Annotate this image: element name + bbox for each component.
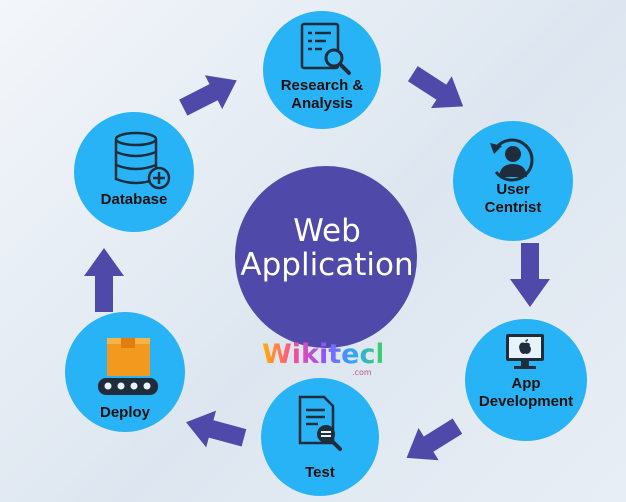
node-app-development <box>465 319 587 441</box>
research-analysis-label-line1: Research & <box>280 77 364 94</box>
center-circle <box>235 166 417 348</box>
arrow-database-to-research <box>179 75 237 116</box>
user-centrist-label-line2: Centrist <box>484 199 542 216</box>
arrow-deploy-to-database <box>84 248 124 312</box>
research-analysis-icon <box>300 22 351 75</box>
arrow-user-to-app <box>510 243 550 307</box>
app-development-icon <box>506 334 544 369</box>
database-label-line1: Database <box>100 191 168 208</box>
app-development-label-line2: Development <box>478 393 574 410</box>
deploy-icon <box>98 338 158 395</box>
database-label: Database <box>84 191 184 209</box>
app-development-label: App Development <box>466 375 586 411</box>
deploy-label: Deploy <box>80 404 170 422</box>
research-analysis-label-line2: Analysis <box>291 95 353 112</box>
arrow-research-to-user <box>407 66 464 109</box>
user-centrist-icon <box>490 138 534 182</box>
node-database <box>74 112 194 232</box>
test-label: Test <box>280 464 360 482</box>
user-centrist-label-line1: User <box>496 181 530 198</box>
wikitechy-logo-word: Wikitechy <box>262 339 413 370</box>
user-centrist-label: User Centrist <box>463 181 563 217</box>
app-development-label-line1: App <box>511 375 541 392</box>
center-title-line1: Web <box>293 213 361 249</box>
wikitechy-logo: Wikitechy .com <box>262 339 413 380</box>
deploy-label-line1: Deploy <box>99 404 150 421</box>
arrow-app-to-test <box>406 418 463 461</box>
node-research-analysis <box>263 11 381 129</box>
test-icon <box>298 395 342 451</box>
database-icon <box>114 131 171 190</box>
wikitechy-logo-suffix: .com <box>352 368 372 377</box>
arrow-test-to-deploy <box>186 410 247 448</box>
research-analysis-label: Research & Analysis <box>262 77 382 113</box>
test-label-line1: Test <box>305 464 335 481</box>
center-title: Web Application <box>237 214 417 282</box>
center-title-line2: Application <box>240 247 414 283</box>
